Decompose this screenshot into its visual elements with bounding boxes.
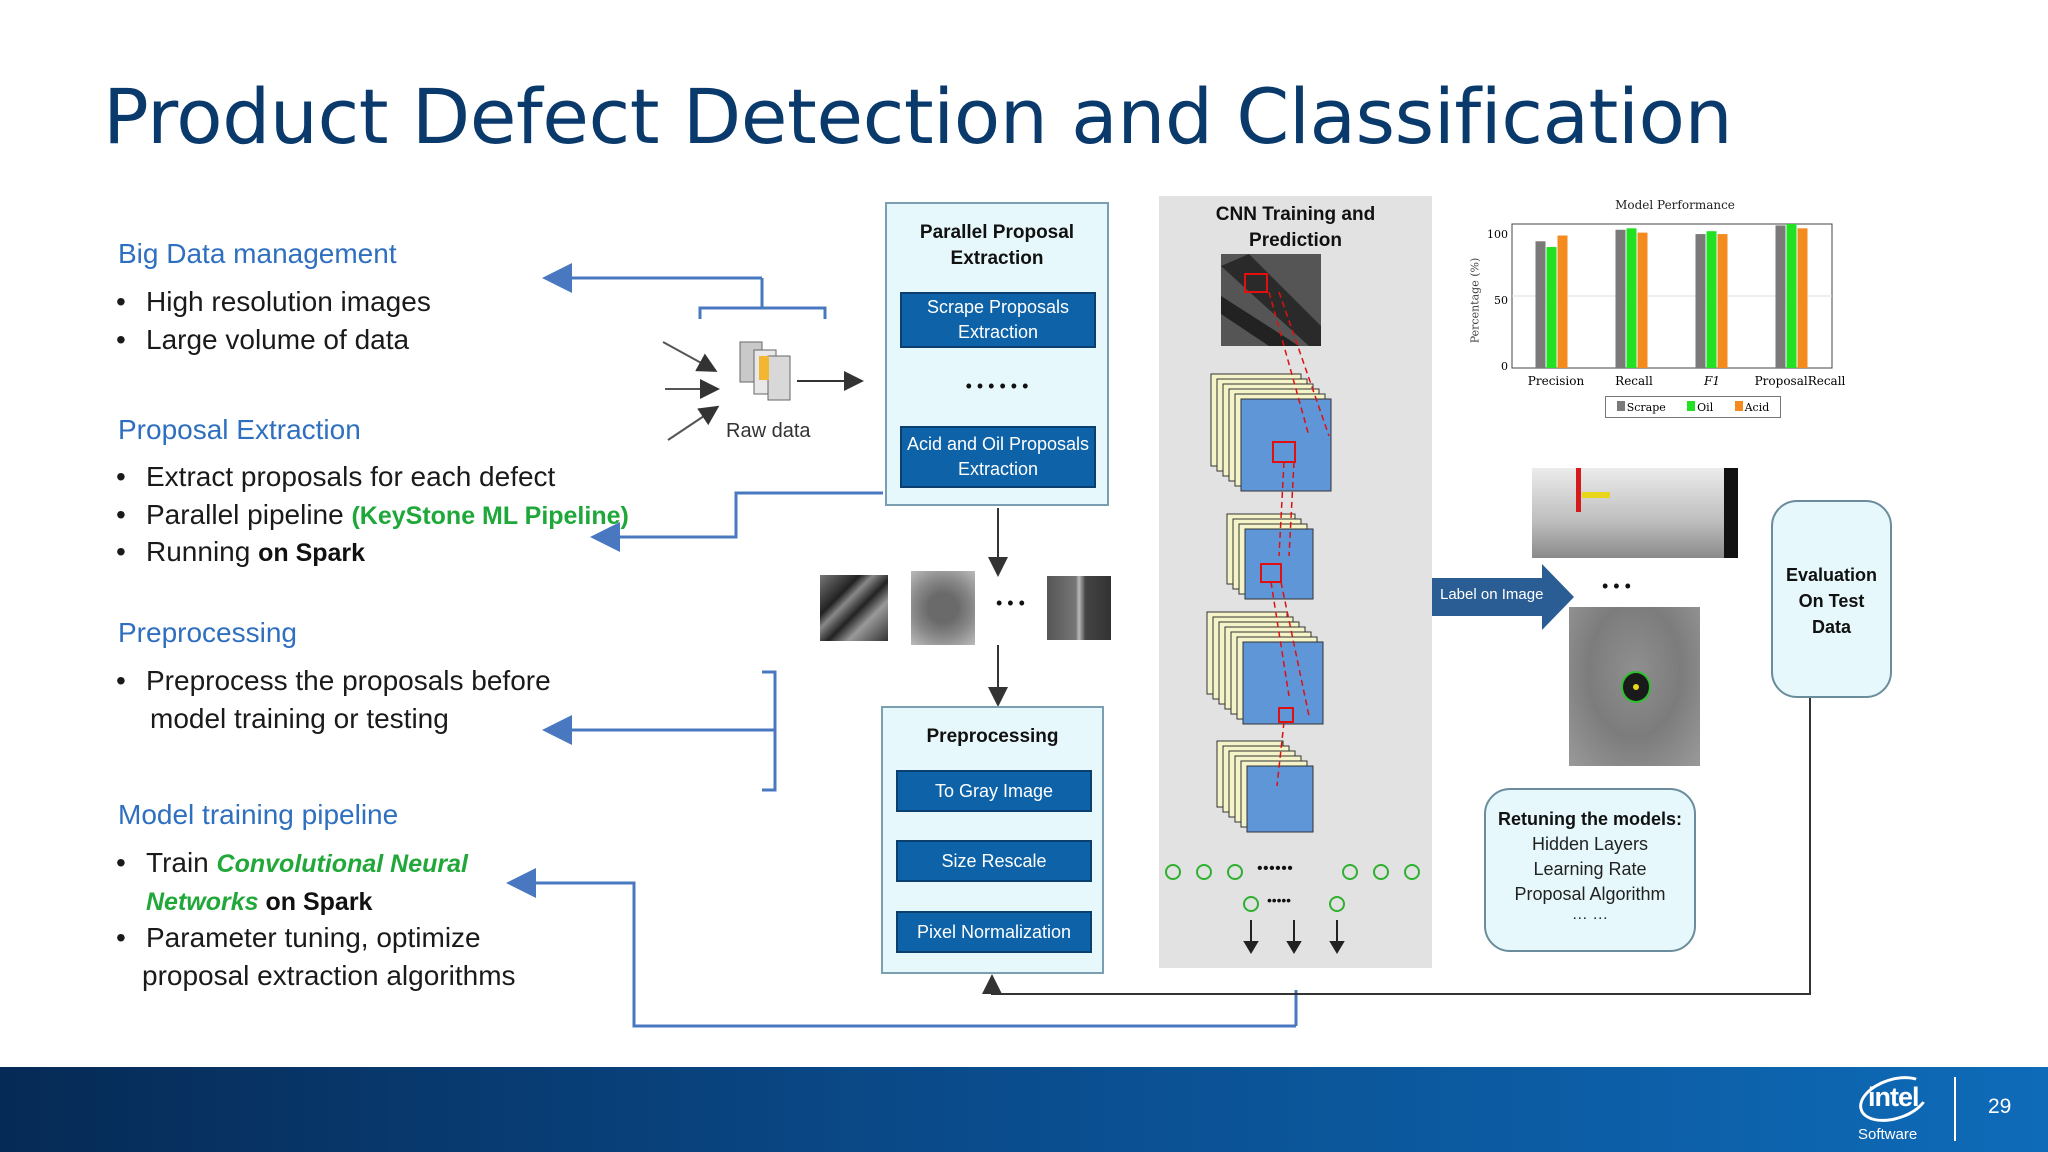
thumbnail-ellipsis: • • • [996, 593, 1025, 613]
section-preprocessing: Preprocessing [118, 617, 297, 648]
bullet-high-res: •High resolution images [116, 286, 431, 317]
cnn-dots-row2: • • • • • [1267, 892, 1291, 908]
preprocessing-panel: Preprocessing To Gray Image Size Rescale… [881, 706, 1104, 974]
bar-scrape-recall [1615, 229, 1626, 368]
retuning-box: Retuning the models: Hidden Layers Learn… [1484, 788, 1696, 952]
chart-ytick-50: 50 [1494, 294, 1508, 307]
gray-image-box: To Gray Image [896, 770, 1092, 812]
section-proposal: Proposal Extraction [118, 414, 361, 445]
legend-scrape: Scrape [1616, 400, 1666, 414]
intel-software-label: Software [1858, 1126, 1918, 1143]
cnn-dots-row: • • • • • • [1257, 860, 1293, 877]
legend-oil: Oil [1687, 400, 1713, 414]
parallel-proposal-panel: Parallel Proposal Extraction Scrape Prop… [885, 202, 1109, 506]
preprocessing-heading: Preprocessing [926, 726, 1059, 747]
bullet-parameter-cont: proposal extraction algorithms [142, 960, 516, 991]
label-on-image-arrow [1432, 564, 1574, 630]
proposal-thumbnail-2 [911, 571, 975, 645]
footer-band [0, 1067, 2048, 1152]
bar-acid-proposalrecall [1797, 228, 1808, 368]
size-rescale-box: Size Rescale [896, 840, 1092, 882]
bar-acid-precision [1557, 235, 1568, 368]
retuning-item-proposal-algorithm: Proposal Algorithm [1514, 884, 1666, 904]
intel-logo: intel [1868, 1082, 1920, 1112]
bar-acid-f1 [1717, 234, 1728, 368]
bar-oil-precision [1546, 247, 1557, 368]
parallel-proposal-heading: Parallel Proposal Extraction [919, 222, 1075, 269]
bar-scrape-proposalrecall [1775, 225, 1786, 368]
server-icon [736, 334, 796, 404]
cnn-panel: CNN Training and Prediction [1159, 196, 1432, 968]
bullet-preprocess-cont: model training or testing [150, 703, 449, 734]
chart-legend: Scrape Oil Acid [1605, 396, 1781, 418]
retuning-item-ellipsis: … … [1571, 906, 1609, 923]
chart-plot [1511, 223, 1833, 369]
parallel-dots: • • • • • • [965, 376, 1029, 396]
cnn-layers-graphic [1165, 254, 1420, 954]
labeled-image-2 [1569, 607, 1700, 766]
chart-ytick-0: 0 [1501, 360, 1508, 373]
bar-oil-proposalrecall [1786, 224, 1797, 368]
keystone-label: (KeyStone ML Pipeline) [351, 502, 629, 530]
bar-oil-recall [1626, 228, 1637, 368]
acid-oil-proposals-box: Acid and Oil Proposals Extraction [900, 426, 1096, 488]
retuning-item-hidden-layers: Hidden Layers [1531, 834, 1649, 854]
bar-scrape-precision [1535, 241, 1546, 368]
proposal-thumbnail-3 [1047, 576, 1111, 640]
chart-title: Model Performance [1615, 198, 1735, 212]
retuning-item-learning-rate: Learning Rate [1533, 859, 1647, 879]
bar-oil-f1 [1706, 231, 1717, 368]
page-title: Product Defect Detection and Classificat… [103, 72, 1733, 161]
chart-ytick-100: 100 [1487, 228, 1508, 241]
bullet-spark: •Running on Spark [116, 536, 366, 567]
bullet-train-cont: Networks on Spark [146, 888, 373, 916]
bullet-large-volume: •Large volume of data [116, 324, 410, 355]
bullet-parallel: •Parallel pipeline (KeyStone ML Pipeline… [116, 499, 629, 530]
bar-acid-recall [1637, 232, 1648, 368]
section-model-training: Model training pipeline [118, 799, 399, 830]
scrape-proposals-box: Scrape Proposals Extraction [900, 292, 1096, 348]
bar-scrape-f1 [1695, 234, 1706, 368]
bullet-extract: •Extract proposals for each defect [116, 461, 556, 492]
evaluation-box: Evaluation On Test Data [1771, 500, 1892, 698]
raw-data-label: Raw data [726, 420, 811, 442]
retuning-heading: Retuning the models: [1498, 809, 1682, 829]
proposal-thumbnail-1 [820, 575, 888, 641]
labeled-images-ellipsis: • • • [1602, 576, 1631, 596]
chart-xtick-recall: Recall [1615, 374, 1653, 388]
legend-acid: Acid [1734, 400, 1769, 414]
footer-divider [1954, 1077, 1956, 1141]
bullet-train: •Train Convolutional Neural [116, 847, 468, 878]
model-performance-chart: Model Performance Percentage (%) 0 50 10… [1460, 198, 1890, 424]
pixel-normalization-box: Pixel Normalization [896, 911, 1092, 953]
chart-xtick-f1: F1 [1704, 374, 1720, 388]
bullet-parameter: •Parameter tuning, optimize [116, 922, 481, 953]
label-on-image-text: Label on Image [1440, 586, 1544, 603]
cnn-heading: CNN Training and Prediction [1215, 204, 1376, 251]
chart-xtick-precision: Precision [1527, 374, 1585, 388]
section-big-data: Big Data management [118, 238, 397, 269]
page-number: 29 [1988, 1095, 2012, 1118]
labeled-image-1 [1532, 468, 1738, 558]
chart-xtick-proposalrecall: ProposalRecall [1754, 374, 1846, 388]
bullet-preprocess: •Preprocess the proposals before [116, 665, 551, 696]
